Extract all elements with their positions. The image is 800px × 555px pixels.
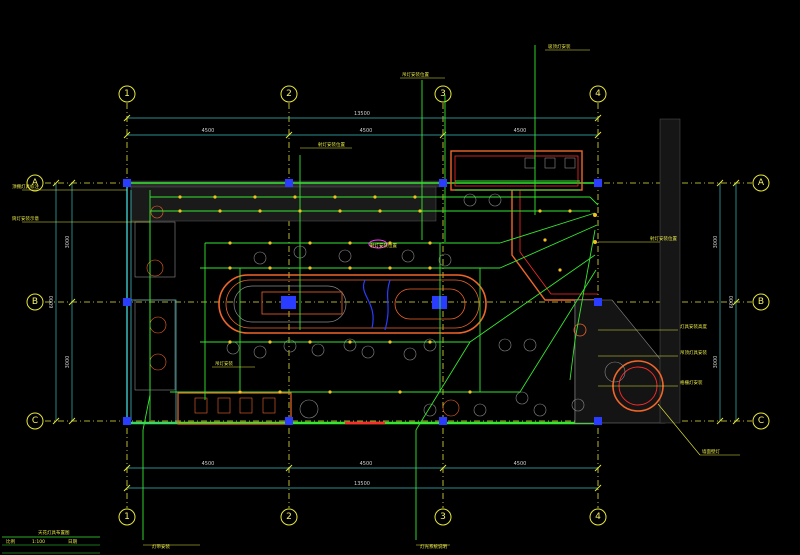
note-bottom-mid: 灯光系统说明 bbox=[420, 543, 447, 550]
axis-bubble-c-right: C bbox=[752, 412, 770, 430]
axis-bubble-1-top: 1 bbox=[118, 85, 136, 103]
bench-seat bbox=[177, 392, 292, 425]
light-fixtures bbox=[178, 195, 597, 394]
svg-text:C: C bbox=[758, 416, 764, 426]
note-right-5: 墙面壁灯 bbox=[702, 448, 720, 455]
dim-right-outer: 6000 bbox=[729, 296, 735, 309]
dim-right-lower: 3000 bbox=[713, 356, 719, 369]
svg-text:1: 1 bbox=[124, 89, 130, 99]
svg-text:A: A bbox=[758, 178, 765, 188]
axis-bubble-a-right: A bbox=[752, 174, 770, 192]
axis-bubble-b-left: B bbox=[26, 293, 44, 311]
axis-bubbles: 1 2 3 4 1 2 3 4 A B C A B C bbox=[26, 85, 770, 526]
axis-bubble-3-top: 3 bbox=[434, 85, 452, 103]
axis-bubble-3-bottom: 3 bbox=[434, 508, 452, 526]
svg-text:1: 1 bbox=[124, 512, 130, 522]
svg-text:3: 3 bbox=[440, 512, 446, 522]
axis-bubble-b-right: B bbox=[752, 293, 770, 311]
lighting-circuits bbox=[142, 45, 599, 540]
svg-text:C: C bbox=[32, 416, 38, 426]
title-block-title: 天花灯具布置图 bbox=[38, 529, 70, 536]
svg-text:2: 2 bbox=[286, 512, 292, 522]
dim-top-seg-2: 4500 bbox=[360, 128, 373, 134]
note-right-1: 射灯安装位置 bbox=[650, 235, 677, 242]
note-right-4: 格栅灯安装 bbox=[680, 379, 703, 386]
dim-left-upper: 3000 bbox=[65, 236, 71, 249]
structural-columns bbox=[123, 179, 602, 425]
axis-bubble-4-top: 4 bbox=[589, 85, 607, 103]
dim-top-overall: 13500 bbox=[354, 111, 370, 117]
dimension-lines bbox=[55, 117, 737, 489]
axis-bubble-c-left: C bbox=[26, 412, 44, 430]
svg-text:A: A bbox=[32, 178, 39, 188]
dim-bottom-seg-3: 4500 bbox=[514, 461, 527, 467]
title-block-cell-1: 比例 bbox=[6, 538, 15, 545]
outside-hatched-wall bbox=[659, 118, 681, 424]
svg-text:B: B bbox=[32, 297, 38, 307]
axis-bubble-2-bottom: 2 bbox=[280, 508, 298, 526]
dim-left-outer: 6000 bbox=[49, 296, 55, 309]
dim-top-seg-1: 4500 bbox=[202, 128, 215, 134]
dimension-texts: 13500 4500 4500 4500 4500 4500 4500 1350… bbox=[49, 111, 735, 487]
dim-right-upper: 3000 bbox=[713, 236, 719, 249]
service-counter-outline bbox=[511, 190, 598, 301]
bar-counter-top bbox=[450, 150, 583, 191]
note-top-right: 吸顶灯安装 bbox=[548, 43, 571, 50]
title-block-cell-2: 1:100 bbox=[32, 539, 45, 545]
leader-lines bbox=[22, 49, 740, 546]
room-walls bbox=[126, 118, 681, 425]
island-display-right bbox=[432, 296, 447, 309]
svg-text:B: B bbox=[758, 297, 764, 307]
furniture bbox=[134, 157, 576, 419]
svg-text:3: 3 bbox=[440, 89, 446, 99]
title-block: 天花灯具布置图 比例 1:100 日期 bbox=[2, 529, 100, 554]
axis-bubble-4-bottom: 4 bbox=[589, 508, 607, 526]
central-island bbox=[218, 274, 487, 334]
note-right-3: 吊顶灯具安装 bbox=[680, 349, 707, 356]
axis-bubble-2-top: 2 bbox=[280, 85, 298, 103]
note-left-2: 筒灯安装示意 bbox=[12, 215, 39, 222]
note-right-2: 灯具安装高度 bbox=[680, 323, 707, 330]
annotation-notes: 顶棚灯具标注 筒灯安装示意 吸顶灯安装 吊灯安装位置 射灯安装位置 射灯安装位置… bbox=[12, 43, 720, 550]
axis-bubble-1-bottom: 1 bbox=[118, 508, 136, 526]
ceiling-center-symbol bbox=[368, 239, 388, 249]
dimension-ticks bbox=[52, 114, 740, 492]
note-bottom-left: 灯带安装 bbox=[152, 543, 170, 550]
axis-bubble-a-left: A bbox=[26, 174, 44, 192]
island-display-left bbox=[281, 296, 296, 309]
axis-grid bbox=[45, 103, 752, 508]
title-block-cell-3: 日期 bbox=[68, 539, 77, 545]
svg-text:4: 4 bbox=[595, 89, 601, 99]
hatched-ceiling-zone bbox=[130, 186, 437, 222]
dim-bottom-seg-2: 4500 bbox=[360, 461, 373, 467]
svg-text:2: 2 bbox=[286, 89, 292, 99]
svg-text:4: 4 bbox=[595, 512, 601, 522]
note-left-1: 顶棚灯具标注 bbox=[12, 183, 39, 190]
dim-left-lower: 3000 bbox=[65, 356, 71, 369]
note-ceiling-center: 射灯安装位置 bbox=[370, 242, 397, 249]
note-top-left: 射灯安装位置 bbox=[318, 141, 345, 148]
dim-bottom-overall: 13500 bbox=[354, 481, 370, 487]
note-top-mid: 吊灯安装位置 bbox=[402, 71, 429, 78]
dim-top-seg-3: 4500 bbox=[514, 128, 527, 134]
note-bench: 吊灯安装 bbox=[215, 360, 233, 367]
dim-bottom-seg-1: 4500 bbox=[202, 461, 215, 467]
